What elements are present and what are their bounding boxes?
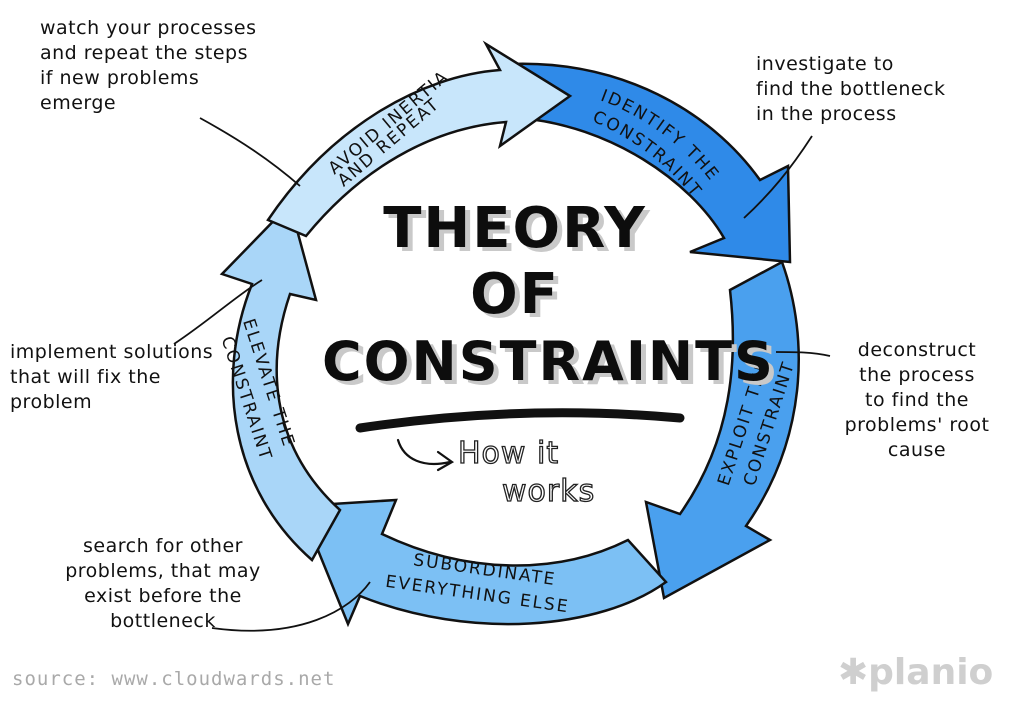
title-constraints: CONSTRAINTS (322, 330, 775, 393)
planio-logo: ✱planio (838, 652, 994, 693)
source-credit: source: www.cloudwards.net (12, 668, 336, 690)
leader-line-subordinate (211, 581, 371, 632)
title-underline (355, 408, 685, 433)
subtitle-arrow-icon (396, 438, 455, 472)
arrow-elevate-constraint (219, 201, 342, 562)
arrow-identify-constraint (508, 62, 792, 264)
arrow-avoid-inertia-and-repeat (266, 40, 573, 238)
note-avoid-inertia: watch your processes and repeat the step… (40, 17, 257, 114)
subtitle-how-it: How it (457, 435, 560, 471)
note-elevate: implement solutions that will fix the pr… (10, 341, 214, 413)
leader-line-identify (743, 135, 813, 219)
subtitle-works: works (501, 473, 596, 509)
leader-line-elevate (173, 279, 263, 345)
note-identify: investigate to find the bottleneck in th… (756, 53, 946, 125)
title-theory: THEORY (383, 196, 647, 261)
arrow-exploit-constraint (644, 260, 800, 600)
leader-line-exploit (775, 351, 831, 357)
title-of: OF (470, 262, 560, 327)
note-exploit: deconstruct the process to find the prob… (844, 339, 990, 461)
note-subordinate: search for other problems, that may exis… (65, 535, 261, 632)
leader-line-avoid (199, 117, 301, 187)
arrow-subordinate-everything-else (298, 498, 668, 628)
